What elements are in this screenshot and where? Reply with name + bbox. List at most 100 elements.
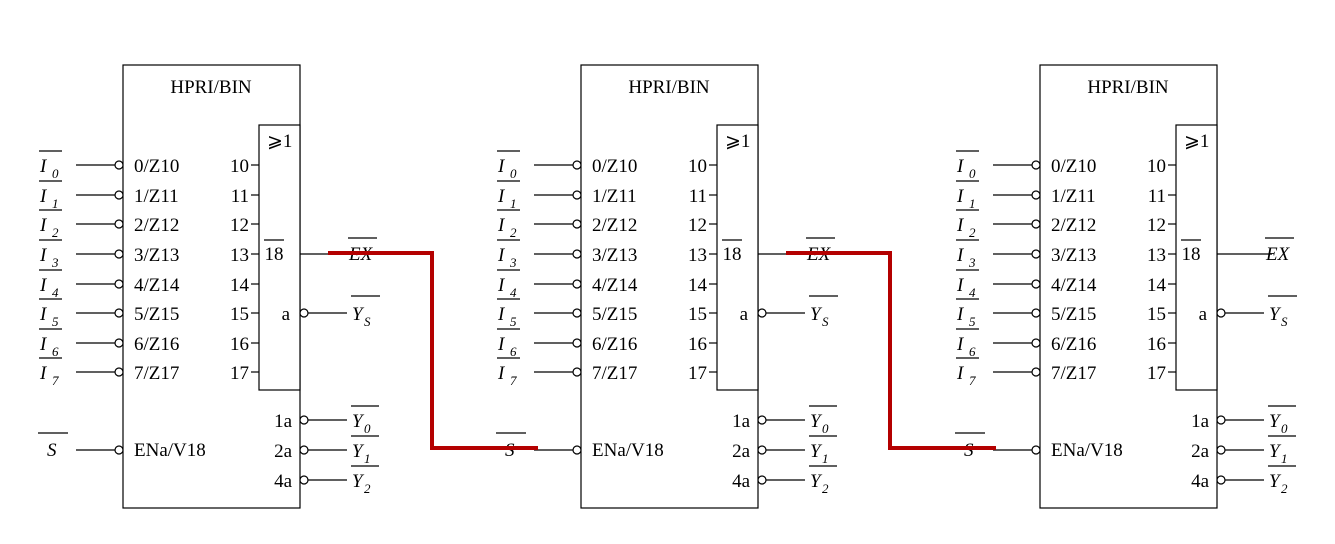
input-pin-0: 0/Z10 — [1051, 156, 1096, 177]
input-label-1-symbol: I — [956, 186, 965, 207]
input-pin-4: 4/Z14 — [1051, 275, 1097, 296]
input-label-3-symbol: I — [39, 245, 48, 266]
inverting-bubble-0 — [572, 160, 582, 170]
input-pin-0: 0/Z10 — [592, 156, 637, 177]
ys-label-symbol: Y — [352, 304, 365, 325]
input-label-0-subscript: 0 — [510, 166, 517, 181]
enable-bubble — [1031, 445, 1041, 455]
inner-pin-num-1: 11 — [231, 186, 249, 207]
input-label-6-symbol: I — [39, 334, 48, 355]
output-label-1-subscript: 1 — [1281, 451, 1288, 466]
input-label-1-symbol: I — [39, 186, 48, 207]
input-pin-2: 2/Z12 — [592, 215, 637, 236]
inner-pin-num-0: 10 — [230, 156, 249, 177]
output-label-0-subscript: 0 — [1281, 421, 1288, 436]
input-label-3-subscript: 3 — [509, 255, 517, 270]
input-label-5-subscript: 5 — [969, 314, 976, 329]
input-pin-3: 3/Z13 — [592, 245, 637, 266]
output-pin-2: 4a — [732, 471, 751, 492]
ge1-block — [258, 124, 301, 391]
output-bubble-2 — [757, 475, 767, 485]
input-label-7-subscript: 7 — [510, 373, 517, 388]
inverting-bubble-6 — [114, 338, 124, 348]
input-pin-1: 1/Z11 — [592, 186, 637, 207]
output-label-2-symbol: Y — [810, 471, 823, 492]
input-pin-7: 7/Z17 — [134, 363, 179, 384]
input-pin-5: 5/Z15 — [134, 304, 179, 325]
input-label-1-symbol: I — [497, 186, 506, 207]
input-label-6-symbol: I — [497, 334, 506, 355]
input-label-7-symbol: I — [39, 363, 48, 384]
input-pin-3: 3/Z13 — [1051, 245, 1096, 266]
output-bubble-0 — [757, 415, 767, 425]
output-bubble-1 — [1216, 445, 1226, 455]
inner-pin-num-4: 14 — [1147, 275, 1167, 296]
input-label-4-subscript: 4 — [52, 285, 59, 300]
enable-label: S — [964, 440, 974, 461]
input-pin-4: 4/Z14 — [592, 275, 638, 296]
input-label-4-symbol: I — [956, 275, 965, 296]
enable-label: S — [47, 440, 57, 461]
output-label-2-subscript: 2 — [822, 481, 829, 496]
input-pin-3: 3/Z13 — [134, 245, 179, 266]
output-label-0-symbol: Y — [352, 411, 365, 432]
inner-pin-num-5: 15 — [1147, 304, 1166, 325]
input-label-5-subscript: 5 — [510, 314, 517, 329]
input-label-1-subscript: 1 — [969, 196, 976, 211]
output-bubble-1 — [299, 445, 309, 455]
output-bubble-0 — [1216, 415, 1226, 425]
input-label-5-symbol: I — [39, 304, 48, 325]
output-pin-1: 2a — [732, 441, 751, 462]
chip-title: HPRI/BIN — [628, 77, 710, 98]
output-label-0-subscript: 0 — [822, 421, 829, 436]
inner-pin-num-2: 12 — [230, 215, 249, 236]
output-pin-1: 2a — [274, 441, 293, 462]
inner-pin-num-3: 13 — [688, 245, 707, 266]
inverting-bubble-3 — [1031, 249, 1041, 259]
output-pin-1: 2a — [1191, 441, 1210, 462]
inner-pin-num-5: 15 — [230, 304, 249, 325]
input-pin-7: 7/Z17 — [1051, 363, 1096, 384]
input-label-2-symbol: I — [39, 215, 48, 236]
enable-pin: ENa/V18 — [1051, 440, 1123, 461]
input-pin-2: 2/Z12 — [134, 215, 179, 236]
input-label-4-symbol: I — [497, 275, 506, 296]
ys-label-symbol: Y — [810, 304, 823, 325]
inverting-bubble-1 — [1031, 190, 1041, 200]
input-label-5-symbol: I — [497, 304, 506, 325]
input-label-0-subscript: 0 — [969, 166, 976, 181]
input-label-2-symbol: I — [956, 215, 965, 236]
inner-pin-num-4: 14 — [230, 275, 250, 296]
input-label-7-subscript: 7 — [52, 373, 59, 388]
output-label-2-subscript: 2 — [1281, 481, 1288, 496]
input-pin-0: 0/Z10 — [134, 156, 179, 177]
output-label-1-symbol: Y — [810, 441, 823, 462]
input-label-1-subscript: 1 — [52, 196, 59, 211]
output-pin-2: 4a — [274, 471, 293, 492]
inverting-bubble-0 — [114, 160, 124, 170]
inverting-bubble-1 — [114, 190, 124, 200]
ys-label-subscript: S — [364, 314, 371, 329]
ge1-block — [716, 124, 759, 391]
